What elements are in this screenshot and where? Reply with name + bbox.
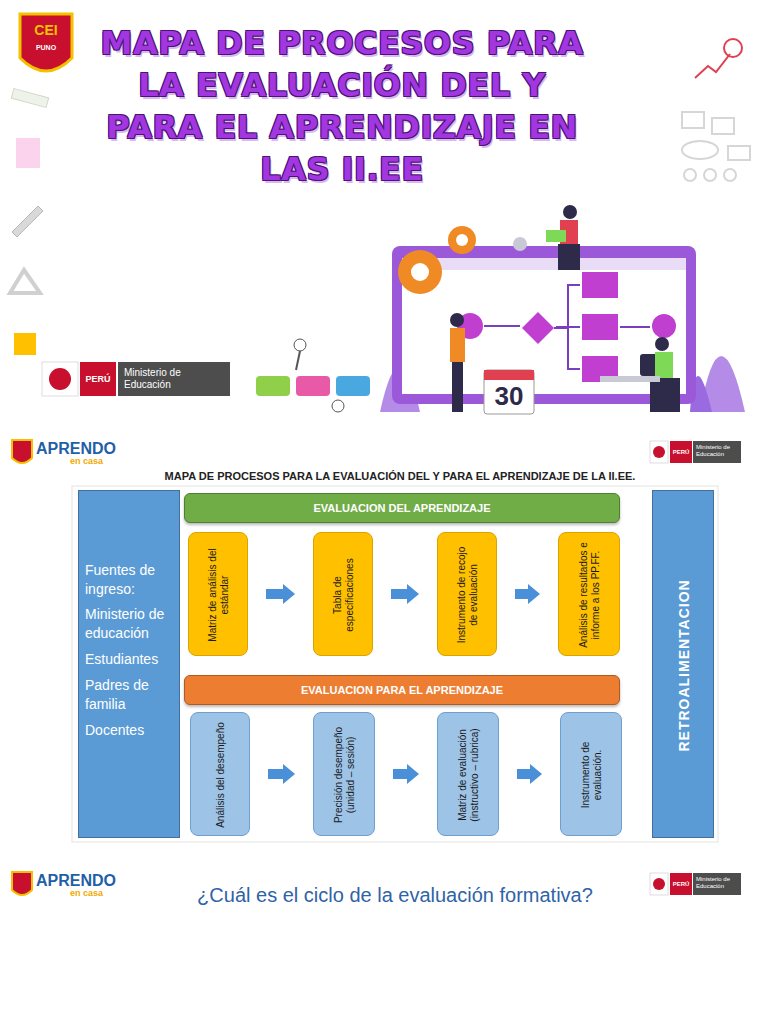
arrow-shaft: [268, 769, 283, 779]
source-item: Estudiantes: [85, 650, 173, 669]
process-box: Precisión desempeño (unidad – sesión): [313, 712, 375, 836]
chart-icon: [695, 54, 730, 78]
brand-country: PERÚ: [670, 441, 692, 463]
step-label: Precisión desempeño (unidad – sesión): [333, 720, 357, 830]
step-label: Instrumento de evaluación.: [580, 720, 604, 830]
process-box: Análisis de resultados e informe a los P…: [558, 532, 620, 656]
flow-arrow: [515, 584, 540, 604]
process-box: Análisis del desempeño: [190, 712, 250, 836]
brand-aprendo: APRENDO: [36, 872, 116, 890]
process-box: Matriz de evaluación (instructivo – rubr…: [437, 712, 499, 836]
feedback-label: RETROALIMENTACION: [676, 498, 693, 832]
step-label: Análisis de resultados e informe a los P…: [578, 540, 602, 650]
feedback-band: RETROALIMENTACION: [652, 490, 714, 838]
flow-arrow: [268, 764, 295, 784]
arrow-head: [530, 764, 542, 784]
note-icon: [16, 138, 40, 168]
diagram-logo-text: CEI: [26, 22, 66, 38]
triangle-icon: [10, 270, 40, 293]
flow-arrow: [266, 584, 295, 604]
band-label: EVALUACION PARA EL APRENDIZAJE: [301, 684, 503, 696]
process-illustration: [380, 205, 745, 414]
process-box: Instrumento de recojo de evaluación: [437, 532, 497, 656]
panel-heading: Fuentes de ingreso:: [85, 561, 173, 599]
source-item: Docentes: [85, 721, 173, 740]
arrow-head: [407, 764, 419, 784]
slide-frame: [72, 486, 718, 842]
coat-of-arms: [653, 878, 665, 890]
step-label: Matriz de evaluación (instructivo – rubr…: [457, 720, 481, 830]
process-box: Matriz de análisis del estándar: [188, 532, 248, 656]
page-title: MAPA DE PROCESOS PARA LA EVALUACIÓN DEL …: [92, 22, 592, 190]
pencil-icon: [12, 206, 43, 237]
step-label: Matriz de análisis del estándar: [207, 540, 231, 650]
step-label: Tabla de especificaciones: [332, 540, 356, 650]
arrow-head: [283, 584, 295, 604]
school-shield: [12, 872, 32, 895]
arrow-shaft: [515, 589, 528, 599]
brand-country: PERÚ: [80, 362, 116, 396]
brand-ministry: Ministerio de Educación: [118, 362, 230, 396]
process-box: Instrumento de evaluación.: [560, 712, 622, 836]
slide-question: ¿Cuál es el ciclo de la evaluación forma…: [150, 884, 640, 907]
band-label: EVALUACION DEL APRENDIZAJE: [313, 502, 490, 514]
arrow-head: [528, 584, 540, 604]
arrow-shaft: [391, 589, 407, 599]
stage-band: EVALUACION PARA EL APRENDIZAJE: [184, 675, 620, 705]
brand-en-casa: en casa: [70, 456, 103, 466]
arrow-shaft: [393, 769, 407, 779]
calendar-number: 30: [484, 380, 534, 412]
coat-of-arms: [49, 368, 71, 390]
coat-of-arms: [650, 441, 668, 463]
source-item: Padres de familia: [85, 676, 173, 714]
coat-of-arms: [42, 362, 78, 396]
brand-aprendo: APRENDO: [36, 440, 116, 458]
school-shield: [20, 14, 72, 71]
brand-ministry: Ministerio de Educación: [693, 873, 741, 895]
arrow-shaft: [266, 589, 283, 599]
flow-arrow: [391, 584, 419, 604]
diagram-logo-text: PUNO: [26, 44, 66, 51]
input-panel: Fuentes de ingreso: Ministerio de educaci…: [78, 490, 180, 838]
school-shield: [12, 440, 32, 463]
step-label: Instrumento de recojo de evaluación: [456, 540, 480, 650]
sketch-icons: [682, 112, 750, 181]
process-box: Tabla de especificaciones: [313, 532, 373, 656]
brand-country: PERÚ: [670, 873, 692, 895]
target-icon: [724, 39, 742, 57]
source-item: Ministerio de educación: [85, 605, 173, 643]
coat-of-arms: [650, 873, 668, 895]
arrow-head: [407, 584, 419, 604]
flow-arrow: [393, 764, 419, 784]
square-icon: [14, 333, 36, 355]
slide-title: MAPA DE PROCESOS PARA LA EVALUACIÓN DEL …: [120, 470, 680, 482]
ruler-icon: [11, 89, 48, 108]
stage-band: EVALUACION DEL APRENDIZAJE: [184, 493, 620, 523]
puzzle-illustration: [256, 339, 370, 412]
flow-arrow: [517, 764, 542, 784]
brand-en-casa: en casa: [70, 888, 103, 898]
step-label: Análisis del desempeño: [215, 720, 227, 830]
brand-ministry: Ministerio de Educación: [693, 441, 741, 463]
arrow-head: [283, 764, 295, 784]
arrow-shaft: [517, 769, 530, 779]
coat-of-arms: [653, 446, 665, 458]
